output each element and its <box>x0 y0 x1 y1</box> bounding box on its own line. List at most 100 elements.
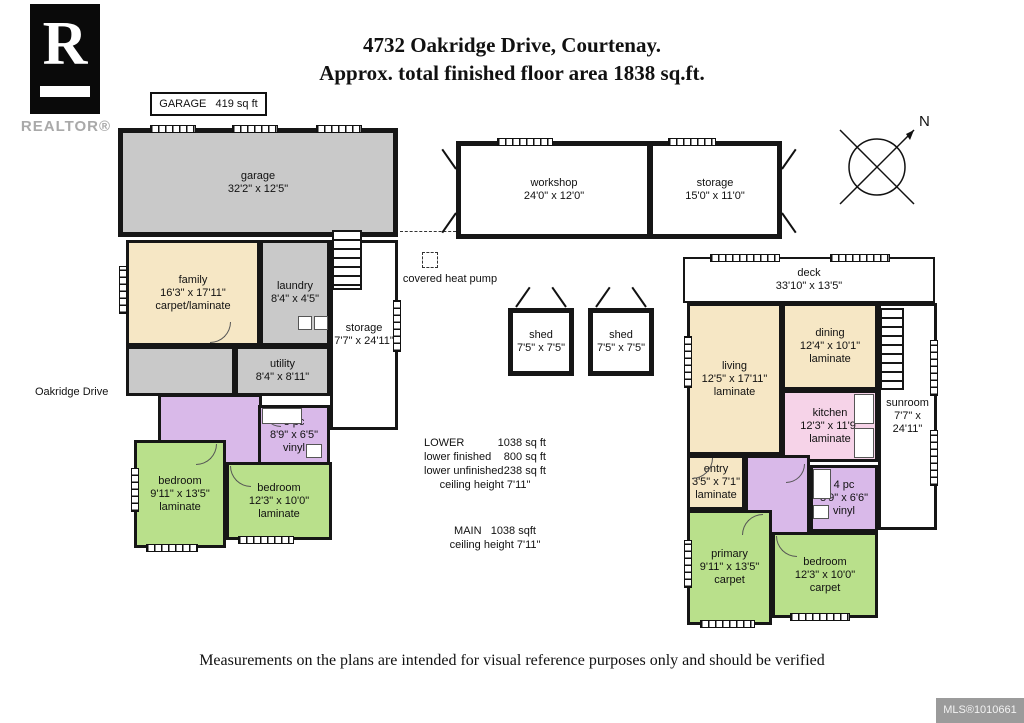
window-marker <box>668 138 716 146</box>
toilet-fixture <box>306 444 322 458</box>
stairs-lower <box>332 230 362 290</box>
window-marker <box>238 536 294 544</box>
kitchen-appliance-fixture <box>854 428 874 458</box>
window-marker <box>316 125 362 133</box>
room-laundry-label: laundry 8'4" x 4'5" <box>271 280 319 306</box>
room-dims: 9'11" x 13'5" <box>150 487 210 500</box>
room-lower-storage-label: storage 7'7" x 24'11" <box>334 322 394 348</box>
summary-label: LOWER <box>424 437 465 449</box>
room-floor: laminate <box>809 353 851 365</box>
room-dims: 8'9" x 6'5" <box>269 428 319 441</box>
main-area-summary: MAIN 1038 sqft ceiling height 7'11" <box>440 524 550 552</box>
heat-pump-connector <box>400 231 456 232</box>
room-shed-b-label: shed 7'5" x 7'5" <box>597 329 645 355</box>
summary-row: lower finished 800 sq ft <box>424 450 546 464</box>
page-title: 4732 Oakridge Drive, Courtenay. <box>362 33 662 57</box>
room-living: living 12'5" x 17'11" laminate <box>687 303 782 455</box>
mls-badge: MLS®1010661 <box>936 698 1024 723</box>
page-subtitle: Approx. total finished floor area 1838 s… <box>319 61 705 85</box>
room-dining: dining 12'4" x 10'1" laminate <box>782 303 878 390</box>
kitchen-counter-fixture <box>854 394 874 424</box>
window-marker <box>830 254 890 262</box>
room-family-label: family 16'3" x 17'11" carpet/laminate <box>155 274 230 313</box>
room-dims: 16'3" x 17'11" <box>160 286 226 299</box>
room-main-bedroom-label: bedroom 12'3" x 10'0" carpet <box>795 556 855 595</box>
room-utility: utility 8'4" x 8'11" <box>235 346 330 396</box>
room-dims: 15'0" x 11'0" <box>685 190 745 202</box>
heat-pump-label: covered heat pump <box>402 273 498 285</box>
main-area-title: MAIN 1038 sqft <box>454 525 536 537</box>
room-shed-a-label: shed 7'5" x 7'5" <box>517 329 565 355</box>
bathtub-fixture <box>813 469 831 499</box>
room-name: living <box>721 359 748 372</box>
room-bedroom-b: bedroom 12'3" x 10'0" laminate <box>226 462 332 540</box>
window-marker <box>710 254 780 262</box>
room-dims: 3'5" x 7'1" <box>691 476 741 488</box>
disclaimer-text: Measurements on the plans are intended f… <box>199 652 825 669</box>
door-flap <box>631 286 647 308</box>
summary-value: 238 sq ft <box>503 465 546 477</box>
room-dims: 7'7" x 24'11" <box>334 335 394 347</box>
window-marker <box>146 544 198 552</box>
room-deck: deck 33'10" x 13'5" <box>683 257 935 303</box>
room-name: bedroom <box>158 474 202 487</box>
summary-value: 1038 sq ft <box>497 437 546 449</box>
window-marker <box>930 430 938 486</box>
room-name: garage <box>240 169 276 182</box>
room-dims: 33'10" x 13'5" <box>775 280 843 292</box>
room-garage: garage 32'2" x 12'5" <box>118 128 398 237</box>
room-primary-label: primary 9'11" x 13'5" carpet <box>700 548 760 587</box>
room-floor: laminate <box>695 489 737 501</box>
window-marker <box>150 125 196 133</box>
room-name: family <box>178 273 208 286</box>
door-flap <box>441 148 457 170</box>
room-floor: vinyl <box>282 441 305 454</box>
room-bath-4pc: 4 pc 8'9" x 6'6" vinyl <box>810 465 878 532</box>
room-name: storage <box>696 177 734 189</box>
room-shed-a: shed 7'5" x 7'5" <box>508 308 574 376</box>
room-floor: vinyl <box>832 505 855 517</box>
room-dims: 12'5" x 17'11" <box>701 372 768 385</box>
room-outbuilding-storage-label: storage 15'0" x 11'0" <box>685 177 745 203</box>
room-dims: 32'2" x 12'5" <box>227 182 289 195</box>
room-name: 4 pc <box>833 479 855 491</box>
lower-landing <box>126 346 235 396</box>
room-dims: 7'5" x 7'5" <box>596 342 646 354</box>
realtor-logo: R <box>30 4 100 114</box>
room-workshop: workshop 24'0" x 12'0" <box>456 141 652 239</box>
room-main-bedroom: bedroom 12'3" x 10'0" carpet <box>772 532 878 618</box>
room-name: bedroom <box>803 555 847 568</box>
room-bedroom-b-label: bedroom 12'3" x 10'0" laminate <box>249 482 309 521</box>
room-name: storage <box>345 322 383 334</box>
room-bedroom-a-label: bedroom 9'11" x 13'5" laminate <box>150 475 210 514</box>
room-dims: 12'3" x 10'0" <box>794 568 856 581</box>
window-marker <box>790 613 850 621</box>
room-name: sunroom <box>886 397 929 409</box>
room-lower-storage: storage 7'7" x 24'11" <box>330 240 398 430</box>
room-garage-label: garage 32'2" x 12'5" <box>228 170 288 196</box>
room-dims: 8'4" x 4'5" <box>270 293 320 305</box>
room-dims: 7'5" x 7'5" <box>516 342 566 354</box>
room-family: family 16'3" x 17'11" carpet/laminate <box>126 240 260 346</box>
realtor-wordmark: REALTOR® <box>20 118 112 135</box>
lower-area-summary: LOWER 1038 sq ft lower finished 800 sq f… <box>424 436 546 492</box>
room-floor: carpet/laminate <box>155 299 231 312</box>
window-marker <box>497 138 553 146</box>
room-outbuilding-storage: storage 15'0" x 11'0" <box>648 141 782 239</box>
room-name: utility <box>269 358 296 370</box>
room-name: shed <box>529 329 553 341</box>
door-flap <box>515 286 531 308</box>
room-living-label: living 12'5" x 17'11" laminate <box>702 360 768 399</box>
room-name: workshop <box>530 177 578 189</box>
room-name: deck <box>797 267 821 279</box>
summary-label: lower unfinished <box>424 465 504 477</box>
stairs-main <box>880 308 904 390</box>
room-name: kitchen <box>812 406 848 419</box>
compass-north-label: N <box>919 113 930 130</box>
room-dims: 12'3" x 11'9" <box>800 419 860 432</box>
room-floor: laminate <box>713 385 756 398</box>
summary-row: lower unfinished 238 sq ft <box>424 464 546 478</box>
room-deck-label: deck 33'10" x 13'5" <box>776 267 842 293</box>
room-floor: laminate <box>809 432 851 445</box>
